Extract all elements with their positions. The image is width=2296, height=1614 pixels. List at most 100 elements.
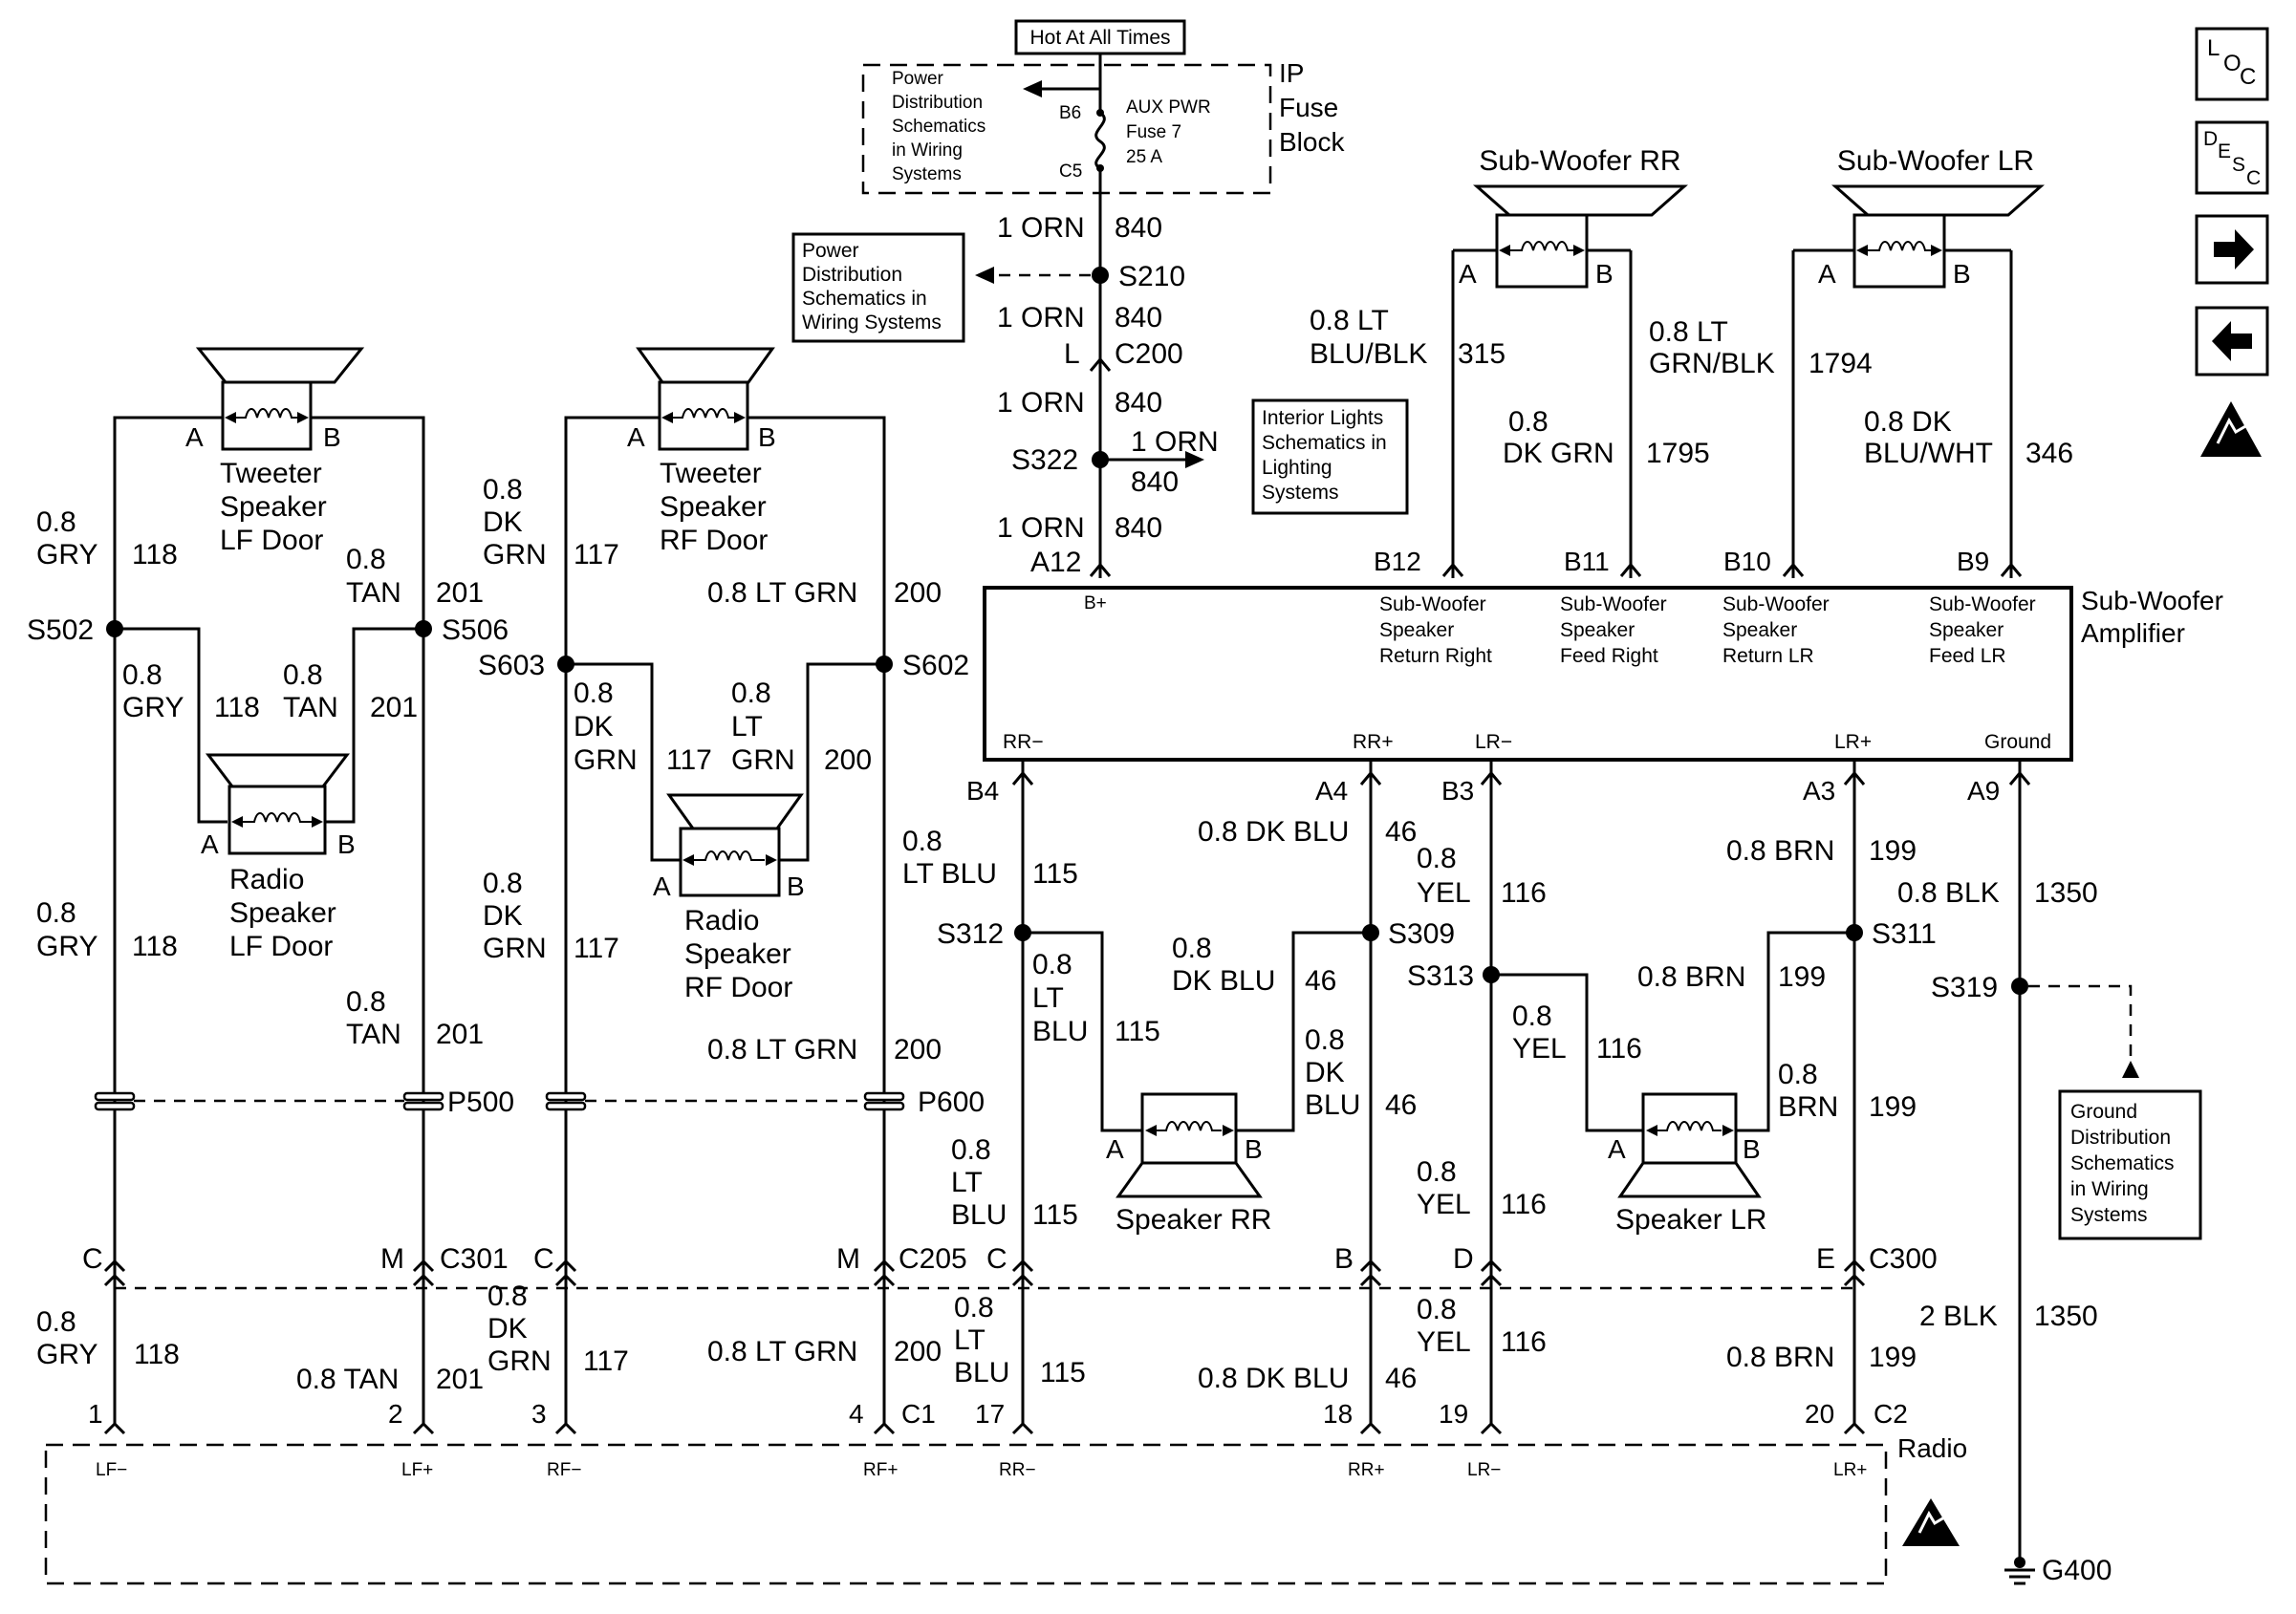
circuit-118: 118 [132,539,178,570]
radio-lf-label-2: Speaker [229,897,336,929]
pd-ref1-line2: Distribution [892,93,983,113]
front-left-speakers: A B Tweeter Speaker LF Door 0.8 GRY 118 … [27,347,509,1424]
speaker-cone-icon [1473,184,1688,217]
wire-08: 0.8 [1778,1059,1818,1090]
wire-grn-blk: GRN/BLK [1649,348,1775,379]
circuit-46: 46 [1385,816,1417,848]
circuit-315: 315 [1458,338,1505,370]
wire-5-orn: 1 ORN [997,512,1085,544]
fuse-block-label-3: Block [1279,127,1345,157]
pin-a: A [185,422,204,452]
circuit-117: 117 [574,933,619,964]
splice-s502-label: S502 [27,614,94,646]
circuit-46: 46 [1385,1089,1417,1121]
wire-blu: BLU [954,1357,1009,1388]
pin-c: C [82,1243,103,1275]
pin-a: A [1106,1134,1124,1164]
wire-yel: YEL [1417,1326,1471,1358]
circuit-117: 117 [583,1345,629,1377]
pin-a: A [627,422,645,452]
wire-08-brn: 0.8 BRN [1637,961,1745,993]
wire-2-blk: 2 BLK [1919,1301,1998,1332]
wire-blu: BLU [1305,1089,1360,1121]
pin-a: A [201,829,219,859]
wire-3-orn: 1 ORN [997,387,1085,419]
connector-chevron [1089,356,1112,372]
wire-dk: DK [574,711,614,742]
radio-pin-18: 18 [1323,1399,1353,1429]
wire-08-dk-blu: 0.8 DK BLU [1198,816,1349,848]
pd-ref2-box [791,232,965,343]
arrow-left-icon [2212,321,2252,361]
pin-b6: B6 [1059,103,1081,123]
circuit-200: 200 [894,1034,942,1065]
next-page-button[interactable] [2195,214,2269,285]
wire-08: 0.8 [1512,1001,1552,1032]
amp-lr-minus: LR− [1475,731,1512,753]
speaker-cone-icon [1116,1161,1263,1198]
pd-ref1-line5: Systems [892,164,962,184]
pin-b: B [1743,1134,1761,1164]
circuit-1795: 1795 [1646,438,1710,469]
interior-ref-line3: Lighting [1262,457,1332,479]
amplifier-box [983,586,2073,762]
wire-1-orn: 1 ORN [997,212,1085,244]
desc-letter-e: E [2218,140,2231,162]
previous-page-button[interactable] [2195,306,2269,377]
loc-letter-c: C [2240,64,2256,90]
splice-s210 [1092,267,1109,284]
tweeter-lf-label-2: Speaker [220,491,327,523]
radio-pin-rr-plus: RR+ [1348,1460,1385,1480]
pin-b3: B3 [1441,776,1474,806]
pin-b: B [1334,1243,1354,1275]
pin-a4: A4 [1315,776,1348,806]
wire-tan: TAN [346,577,401,609]
wire-08-brn: 0.8 BRN [1726,1342,1834,1373]
radio-pin-rr-minus: RR− [999,1460,1036,1480]
pin-b11: B11 [1564,547,1610,576]
splice-s322-label: S322 [1011,444,1078,476]
radio-outline [44,1443,1888,1585]
wire-grn: GRN [574,744,638,776]
arrow-left-icon [975,267,994,284]
subwoofer-amplifier: Sub-Woofer Amplifier B+ Sub-Woofer Speak… [983,586,2223,762]
circuit-200: 200 [894,577,942,609]
amp-ret-lr-1: Sub-Woofer [1722,593,1830,615]
loc-button[interactable]: L O C [2195,27,2269,101]
wire-blu-wht: BLU/WHT [1864,438,1993,469]
pin-b10: B10 [1723,547,1771,576]
wire-blu-blk: BLU/BLK [1310,338,1427,370]
pin-e: E [1816,1243,1835,1275]
speaker-cone-icon [666,793,804,830]
amp-feed-right-2: Speaker [1560,619,1635,641]
fuse-label-3: 25 A [1126,147,1162,167]
pin-m: M [380,1243,404,1275]
pin-a: A [1459,259,1477,289]
pin-b12: B12 [1374,547,1421,576]
wire-lt: LT [951,1167,983,1198]
circuit-840: 840 [1115,212,1162,244]
power-feed: Hot At All Times IP Fuse Block Power Dis… [791,19,1409,578]
circuit-116: 116 [1596,1033,1642,1065]
circuit-1794: 1794 [1809,348,1873,379]
amp-feed-right-1: Sub-Woofer [1560,593,1667,615]
amp-ret-lr-2: Speaker [1722,619,1797,641]
circuit-46: 46 [1385,1363,1417,1394]
wire-08-brn: 0.8 BRN [1726,835,1834,867]
radio-pin-rf-minus: RF− [547,1460,581,1480]
wire-dk: DK [487,1313,528,1345]
circuit-199: 199 [1869,1342,1917,1373]
tweeter-rf-label-2: Speaker [660,491,767,523]
arrow-right-icon [2214,229,2254,269]
radio-pin-4: 4 [849,1399,864,1429]
desc-button[interactable]: D E S C [2195,120,2269,195]
pin-c: C [986,1243,1007,1275]
wire-08: 0.8 [954,1292,994,1323]
ground-ref-line1: Ground [2070,1101,2137,1123]
connector-c200: C200 [1115,338,1183,370]
pin-a: A [1608,1134,1626,1164]
wire-tan: TAN [283,692,338,723]
pd-ref1-line4: in Wiring [892,140,963,161]
wire-grn: GRN [731,744,795,776]
wire-08-blk: 0.8 BLK [1897,877,2000,909]
